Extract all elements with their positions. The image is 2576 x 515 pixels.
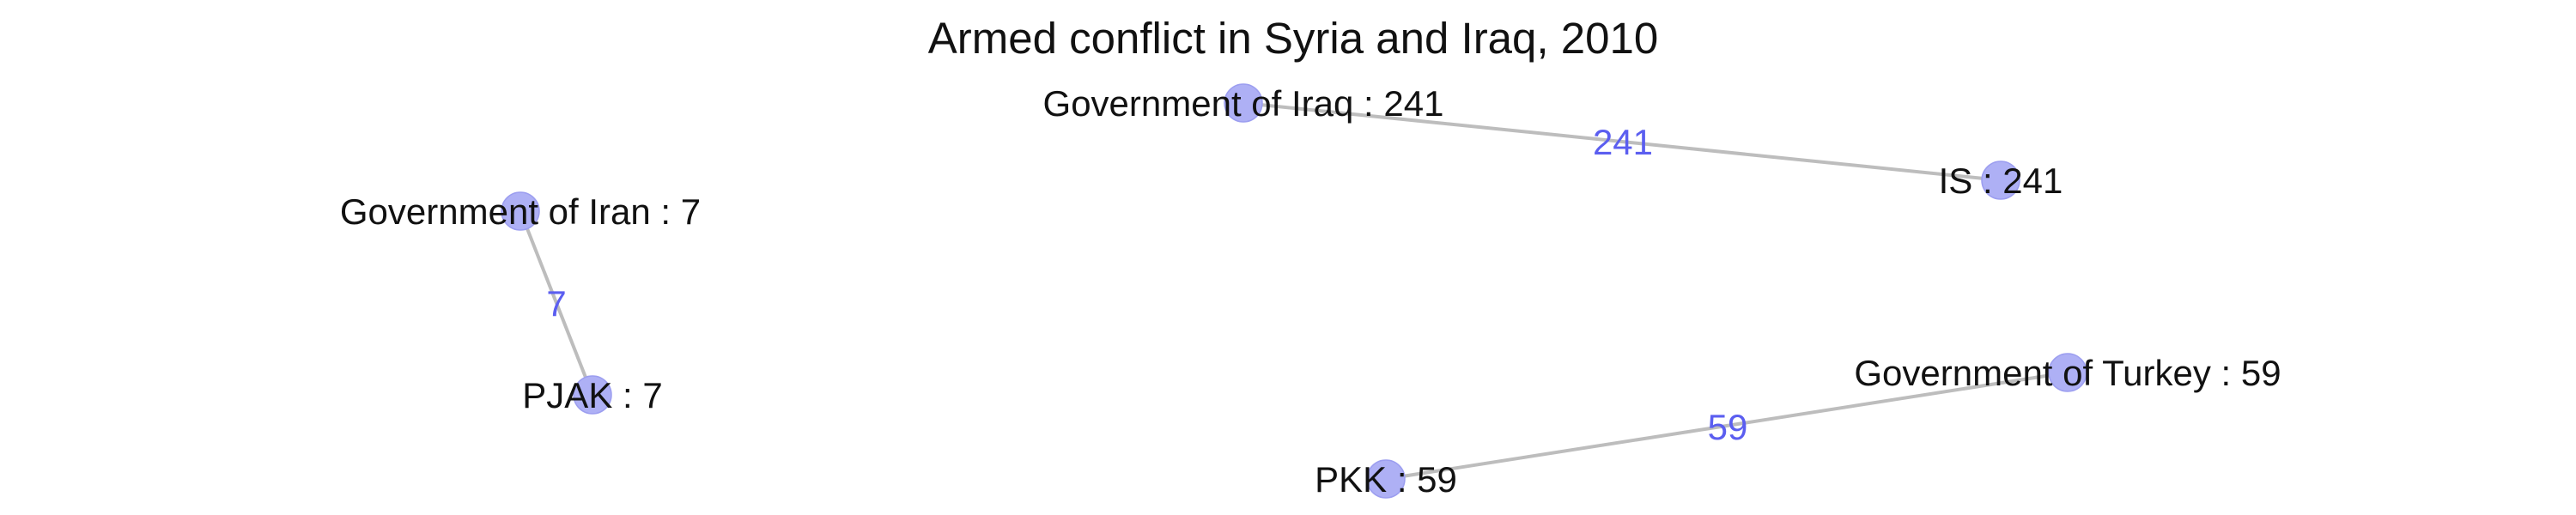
node-marker-iran[interactable]: [501, 191, 540, 231]
edge-line-iraq-is: [1242, 101, 2002, 182]
node-labels-layer: Government of Iraq : 241 IS : 241 Govern…: [340, 83, 2281, 500]
node-marker-turkey[interactable]: [2048, 353, 2087, 392]
edge-labels-layer: 241 7 59: [546, 122, 1747, 447]
nodes-layer: [501, 83, 2087, 499]
node-label-iran: Government of Iran : 7: [340, 191, 701, 232]
node-label-iraq: Government of Iraq : 241: [1043, 83, 1444, 124]
edge-label-iran-pjak: 7: [546, 283, 566, 324]
node-label-is: IS : 241: [1939, 161, 2063, 201]
node-label-turkey: Government of Turkey : 59: [1854, 353, 2281, 393]
edge-line-iran-pjak: [519, 210, 594, 396]
node-marker-pjak[interactable]: [573, 375, 612, 415]
node-marker-iraq[interactable]: [1224, 83, 1263, 123]
edge-label-turkey-pkk: 59: [1708, 407, 1748, 447]
node-marker-is[interactable]: [1981, 161, 2020, 200]
edges-layer: [519, 101, 2069, 481]
edge-line-turkey-pkk: [1385, 371, 2069, 481]
diagram-title: Armed conflict in Syria and Iraq, 2010: [928, 14, 1658, 63]
node-marker-pkk[interactable]: [1366, 459, 1406, 499]
edge-label-iraq-is: 241: [1593, 122, 1653, 162]
node-label-pkk: PKK : 59: [1315, 459, 1457, 500]
node-label-pjak: PJAK : 7: [522, 375, 662, 415]
